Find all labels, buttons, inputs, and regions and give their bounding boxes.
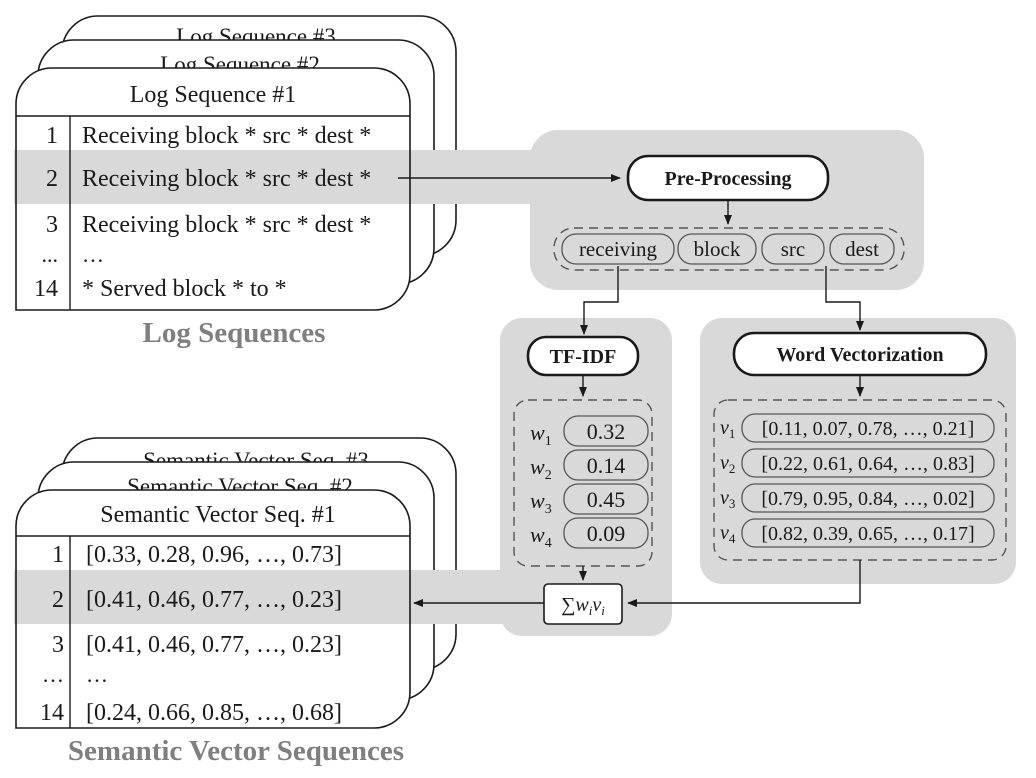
weight-symbol: w2 <box>530 454 552 483</box>
log-sequences-caption: Log Sequences <box>143 317 326 349</box>
vector-chip <box>741 448 995 478</box>
vector-chip <box>741 413 995 443</box>
semantic-row-index: 2 <box>52 587 64 613</box>
semantic-row-index: 3 <box>52 632 64 658</box>
vector-symbol: v3 <box>720 487 735 511</box>
log-row-text: Receiving block * src * dest * <box>82 123 371 149</box>
token-group <box>553 227 905 271</box>
word-vectorization-label: Word Vectorization <box>776 344 943 366</box>
log-row-text: Receiving block * src * dest * <box>82 166 371 192</box>
semantic-card-1-title: Semantic Vector Seq. #1 <box>100 502 336 528</box>
vector-symbol: v1 <box>720 417 735 441</box>
vector-value: [0.22, 0.61, 0.64, …, 0.83] <box>761 453 974 475</box>
vector-list: v1 [0.11, 0.07, 0.78, …, 0.21] v2 [0.22,… <box>720 413 995 548</box>
preprocessing-panel <box>530 130 924 290</box>
preprocessing-label: Pre-Processing <box>664 168 791 190</box>
weight-value: 0.09 <box>587 521 626 546</box>
semantic-sequences-caption: Semantic Vector Sequences <box>68 735 404 767</box>
token-label: block <box>694 237 741 261</box>
semantic-sequence-stack: Semantic Vector Seq. #3 Semantic Vector … <box>14 437 504 729</box>
log-row-index: ... <box>42 242 59 267</box>
vector-value: [0.82, 0.39, 0.65, …, 0.17] <box>761 523 974 545</box>
semantic-row-text: [0.41, 0.46, 0.77, …, 0.23] <box>86 632 342 658</box>
token-chip <box>761 233 825 265</box>
weight-symbol: w4 <box>530 522 552 551</box>
vector-value: [0.79, 0.95, 0.84, …, 0.02] <box>761 488 974 510</box>
token-label: receiving <box>579 237 658 261</box>
token-chip <box>677 233 757 265</box>
token-label: dest <box>845 237 879 261</box>
semantic-row-index: 1 <box>52 542 64 568</box>
token-chip <box>561 233 675 265</box>
token-label: src <box>781 237 806 261</box>
weight-value: 0.45 <box>587 487 626 512</box>
vector-chip <box>741 483 995 513</box>
log-row-index: 3 <box>46 212 58 238</box>
log-card-1-title: Log Sequence #1 <box>130 82 297 108</box>
weight-value: 0.14 <box>587 453 626 478</box>
tfidf-label: TF-IDF <box>550 346 617 368</box>
semantic-row-text: [0.24, 0.66, 0.85, …, 0.68] <box>86 700 342 726</box>
semantic-row-text: [0.41, 0.46, 0.77, …, 0.23] <box>86 587 342 613</box>
log-row2-band <box>14 150 534 204</box>
weight-symbol: w1 <box>530 420 552 449</box>
arrow-tokens-to-tfidf <box>580 266 619 335</box>
log-sequence-stack: Log Sequence #3 Log Sequence #2 Log Sequ… <box>14 15 534 311</box>
weight-chip <box>563 449 649 481</box>
token-list: receiving block src dest <box>561 233 895 265</box>
semantic-row-text: … <box>86 662 108 687</box>
vector-symbol: v2 <box>720 452 735 476</box>
semantic-row2-band <box>14 570 504 624</box>
log-row-index: 1 <box>46 123 58 149</box>
token-chip <box>829 233 895 265</box>
semantic-row-index: 14 <box>40 700 64 726</box>
weight-symbol: w3 <box>530 488 552 517</box>
arrow-tokens-to-wordvec <box>825 266 864 331</box>
weighted-sum-box <box>543 583 623 625</box>
weight-chip <box>563 483 649 515</box>
vector-chip <box>741 518 995 548</box>
log-row-text: Receiving block * src * dest * <box>82 212 371 238</box>
weight-list: w1 0.32 w2 0.14 w3 0.45 w4 0.09 <box>530 415 649 551</box>
vector-symbol: v4 <box>720 522 736 546</box>
semantic-row-index: … <box>42 662 64 687</box>
arrow-wordvec-to-sum <box>627 560 861 607</box>
semantic-row-text: [0.33, 0.28, 0.96, …, 0.73] <box>86 542 342 568</box>
vector-value: [0.11, 0.07, 0.78, …, 0.21] <box>762 418 975 440</box>
weighted-sum-formula: ∑wivi <box>561 594 605 618</box>
log-row-index: 14 <box>34 276 58 302</box>
log-row-text: * Served block * to * <box>82 276 287 302</box>
log-row-index: 2 <box>46 166 58 192</box>
log-row-text: … <box>82 242 104 267</box>
weight-chip <box>563 415 649 447</box>
weight-chip <box>563 517 649 549</box>
weight-value: 0.32 <box>587 419 626 444</box>
